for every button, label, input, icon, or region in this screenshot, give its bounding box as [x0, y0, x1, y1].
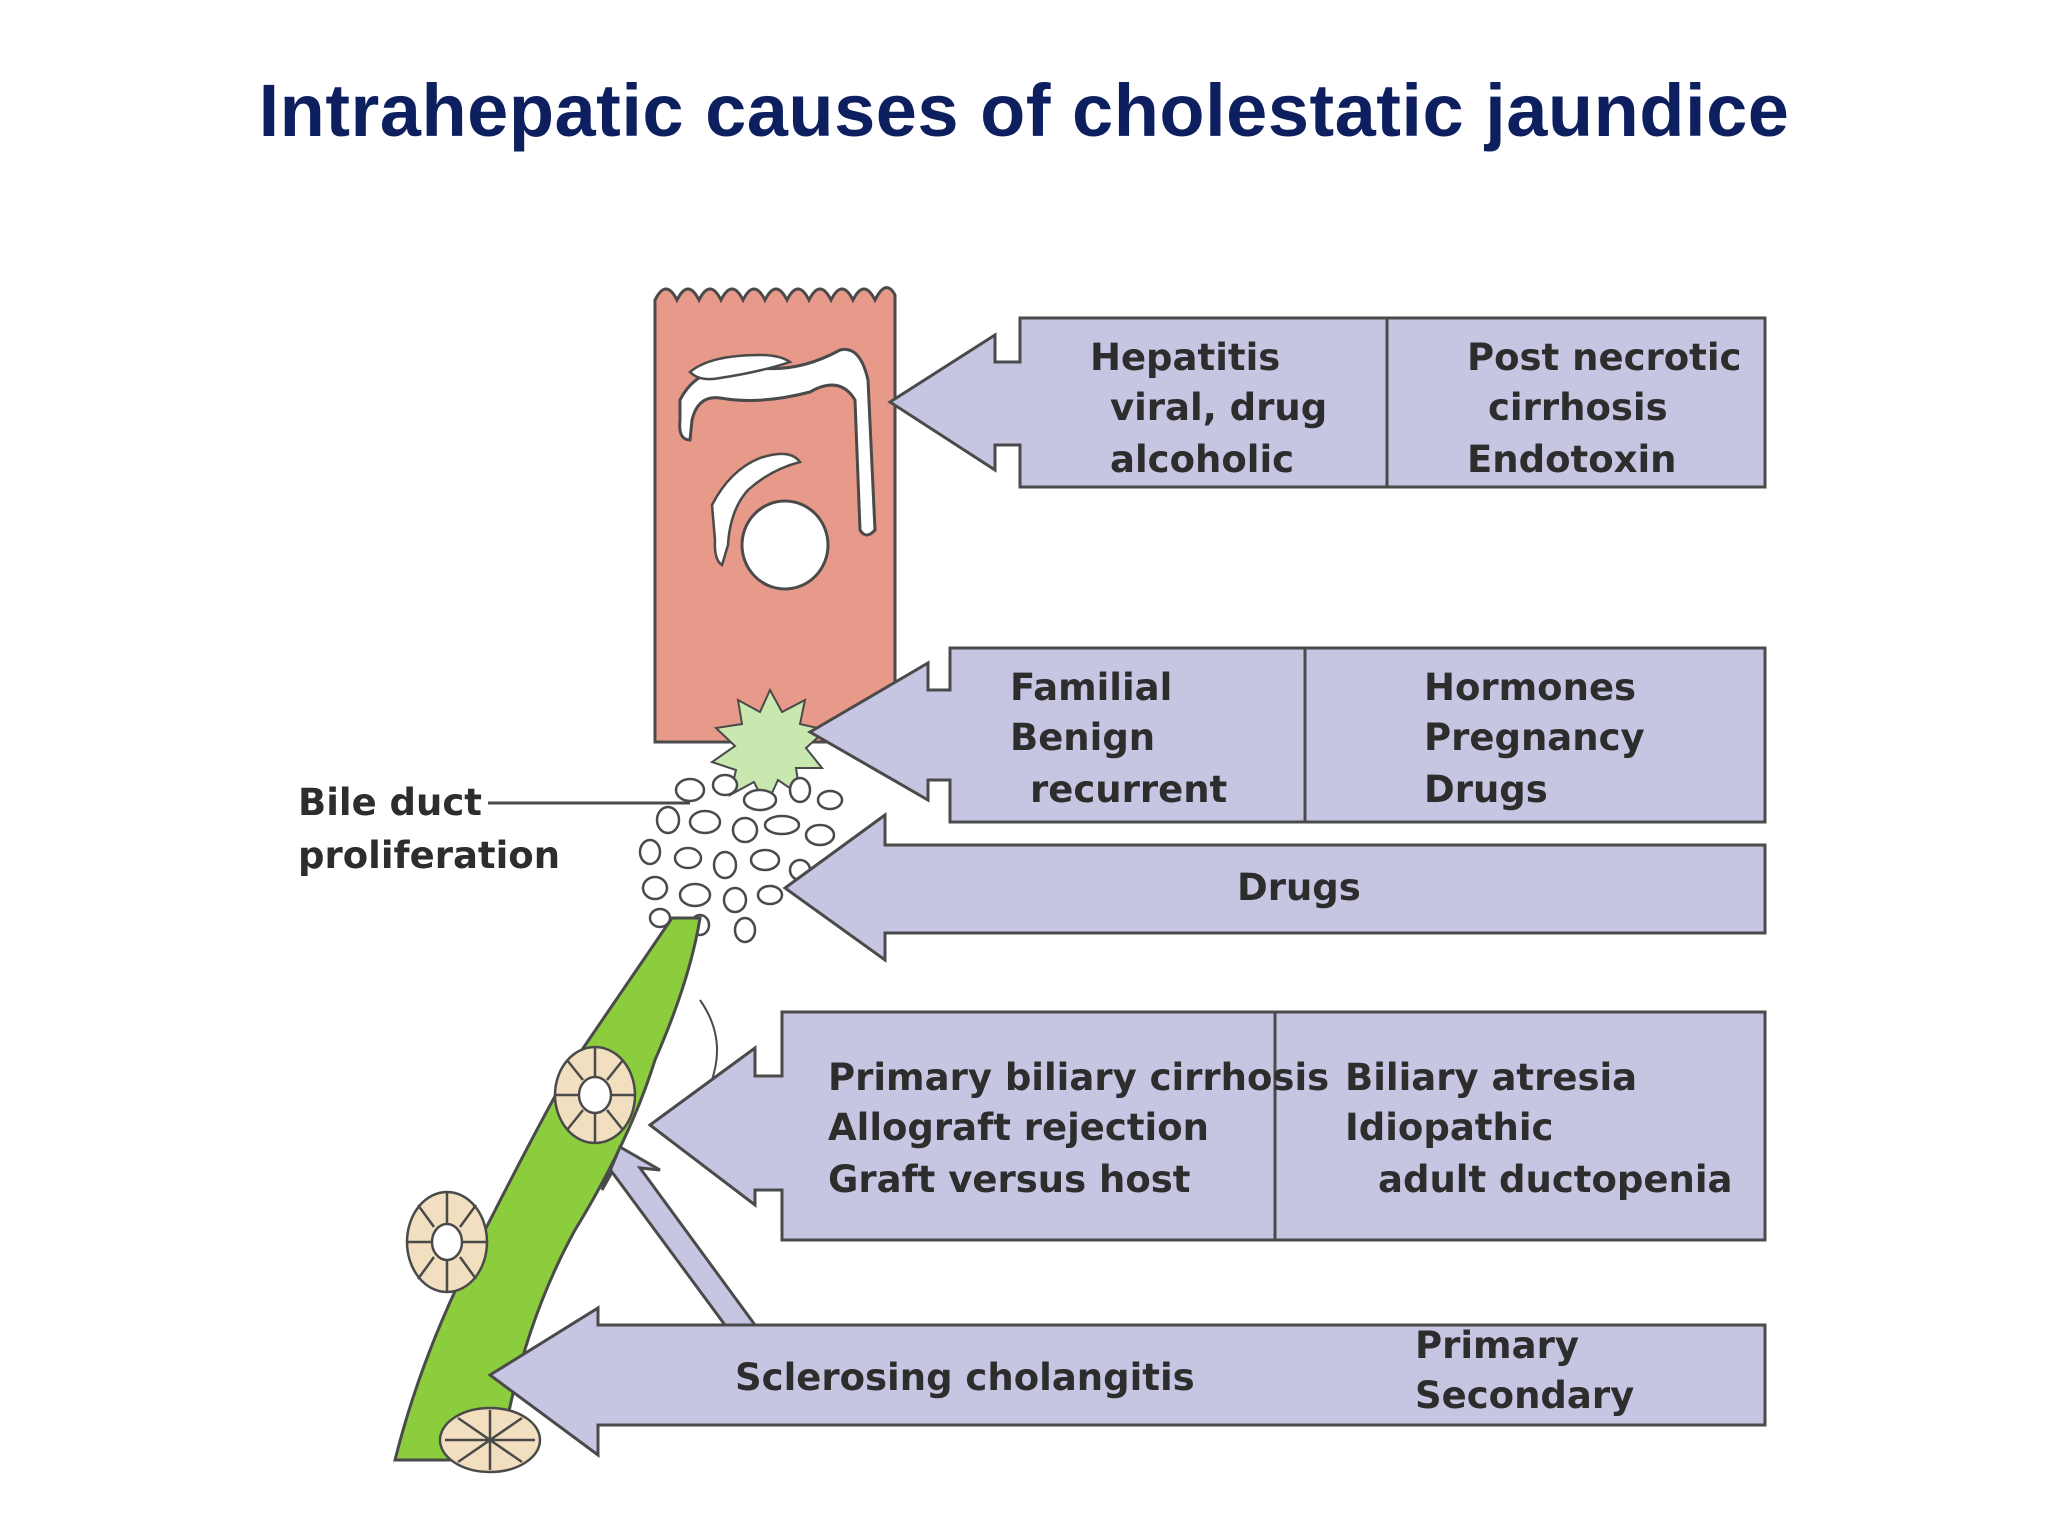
hepatitis-line-3: alcoholic — [1110, 438, 1294, 481]
pbc-line-2: Allograft rejection — [828, 1106, 1209, 1149]
postnecrotic-line-3: Endotoxin — [1467, 438, 1677, 481]
arrow-primary-biliary — [647, 1010, 1767, 1242]
canaliculus-small — [710, 452, 803, 567]
familial-line-3: recurrent — [1030, 768, 1227, 811]
atresia-line-3: adult ductopenia — [1378, 1158, 1732, 1201]
pbc-line-3: Graft versus host — [828, 1158, 1190, 1201]
sclerosing-primary: Primary — [1415, 1324, 1579, 1367]
duct-angle-arc — [699, 999, 719, 1086]
hormones-line-1: Hormones — [1424, 666, 1636, 709]
familial-line-2: Benign — [1010, 716, 1155, 759]
slide-title: Intrahepatic causes of cholestatic jaund… — [258, 69, 1790, 152]
sclerosing-secondary: Secondary — [1415, 1374, 1634, 1417]
canaliculus-branch — [688, 353, 793, 381]
atresia-line-2: Idiopathic — [1345, 1106, 1553, 1149]
hepatocyte-nucleus — [740, 499, 830, 591]
arrow-drugs — [782, 812, 1767, 963]
drugs-label: Drugs — [1237, 866, 1361, 909]
bile-duct-label: Bile duct — [298, 781, 482, 824]
atresia-line-1: Biliary atresia — [1345, 1056, 1637, 1099]
duct-cell-rosettes — [405, 1045, 637, 1474]
postnecrotic-line-1: Post necrotic — [1467, 336, 1741, 379]
hepatitis-line-1: Hepatitis — [1090, 336, 1280, 379]
arrow-sclerosing — [487, 1305, 1767, 1458]
hormones-line-2: Pregnancy — [1424, 716, 1645, 759]
sclerosing-label: Sclerosing cholangitis — [735, 1356, 1195, 1399]
postnecrotic-line-2: cirrhosis — [1488, 386, 1668, 429]
familial-line-1: Familial — [1010, 666, 1172, 709]
proliferation-label: proliferation — [298, 834, 560, 877]
arrow-hepatitis — [887, 316, 1767, 489]
arrow-familial — [807, 646, 1767, 824]
hepatitis-line-2: viral, drug — [1110, 386, 1327, 429]
bile-duct-proliferation-cluster — [638, 773, 844, 944]
pbc-line-1: Primary biliary cirrhosis — [828, 1056, 1329, 1099]
hormones-line-3: Drugs — [1424, 768, 1548, 811]
canaliculus-channel — [678, 347, 877, 537]
